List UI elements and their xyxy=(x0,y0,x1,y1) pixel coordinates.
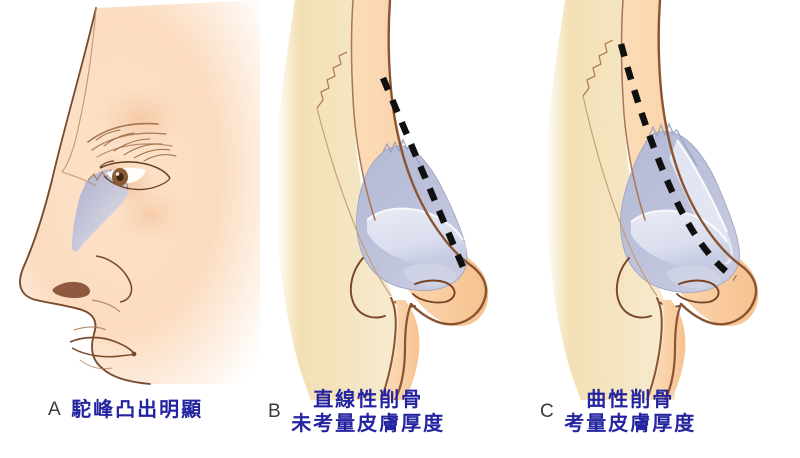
nasion-crease xyxy=(61,171,97,187)
nostril-group xyxy=(52,255,133,313)
eye-inner-canthus xyxy=(99,160,115,168)
profile-outline xyxy=(19,7,151,385)
bone-mass xyxy=(545,0,675,400)
nose-dorsum-outline xyxy=(19,179,53,301)
nasofrontal-suture xyxy=(582,39,614,97)
cartilage-highlight-edge xyxy=(366,207,464,241)
mouth-corner xyxy=(131,351,137,357)
panel-c-curved-osteotomy xyxy=(525,0,800,458)
brow-shadow xyxy=(90,84,190,152)
panel-a-profile xyxy=(0,0,260,458)
bone-mass xyxy=(275,0,405,400)
osteotomy-dashed-line-straight xyxy=(380,76,468,274)
bone-inner-contour xyxy=(582,95,658,297)
caption-a-line-1: 駝峰凸出明顯 xyxy=(71,397,204,421)
resection-slab-edge xyxy=(676,139,728,233)
eyebrow xyxy=(87,122,177,162)
eye-highlight xyxy=(115,172,120,176)
skin-outlines xyxy=(350,0,488,400)
lower-lateral-crus xyxy=(403,263,457,287)
caption-c-line-1: 曲性削骨 xyxy=(586,387,675,411)
upper-eyelid xyxy=(99,161,171,179)
mouth-group xyxy=(69,326,137,370)
nasofrontal-suture xyxy=(316,51,348,109)
caption-b-letter: B xyxy=(268,400,282,422)
eye xyxy=(99,160,171,191)
nostril-opening xyxy=(52,281,91,298)
columella-skin xyxy=(383,300,420,400)
caption-b-text: 直線性削骨 未考量皮膚厚度 xyxy=(291,387,446,435)
caption-b: B 直線性削骨 未考量皮膚厚度 xyxy=(268,387,446,435)
lower-lip xyxy=(71,347,135,358)
forehead-outline xyxy=(51,7,97,181)
cheek-blush xyxy=(110,185,190,245)
bone-cartilage-junction xyxy=(382,138,430,179)
alar-crease xyxy=(95,255,133,303)
caption-b-line-2: 未考量皮膚厚度 xyxy=(291,410,446,435)
caption-a: A 駝峰凸出明顯 xyxy=(48,397,204,422)
lower-lip-shade xyxy=(79,359,113,370)
bone-cartilage-junction xyxy=(648,122,698,167)
skin-outlines xyxy=(620,0,758,400)
caption-c-text: 曲性削骨 考量皮膚厚度 xyxy=(564,387,697,435)
caption-c-letter: C xyxy=(540,400,555,422)
nose-base-outline xyxy=(35,299,97,335)
glabella-contour xyxy=(61,7,97,173)
cartilage-shading xyxy=(72,169,129,252)
caption-c: C 曲性削骨 考量皮膚厚度 xyxy=(540,387,697,435)
upper-lip xyxy=(69,336,135,355)
caption-a-letter: A xyxy=(48,398,62,420)
caption-a-text: 駝峰凸出明顯 xyxy=(71,397,204,422)
alar-lower-contour xyxy=(91,299,121,313)
bone-inner-contour xyxy=(316,107,392,297)
caption-b-line-1: 直線性削骨 xyxy=(313,387,424,411)
panel-b-straight-osteotomy xyxy=(255,0,530,458)
chin-outline xyxy=(91,333,151,385)
caption-c-line-2: 考量皮膚厚度 xyxy=(564,410,697,435)
philtrum-contour xyxy=(73,326,107,331)
